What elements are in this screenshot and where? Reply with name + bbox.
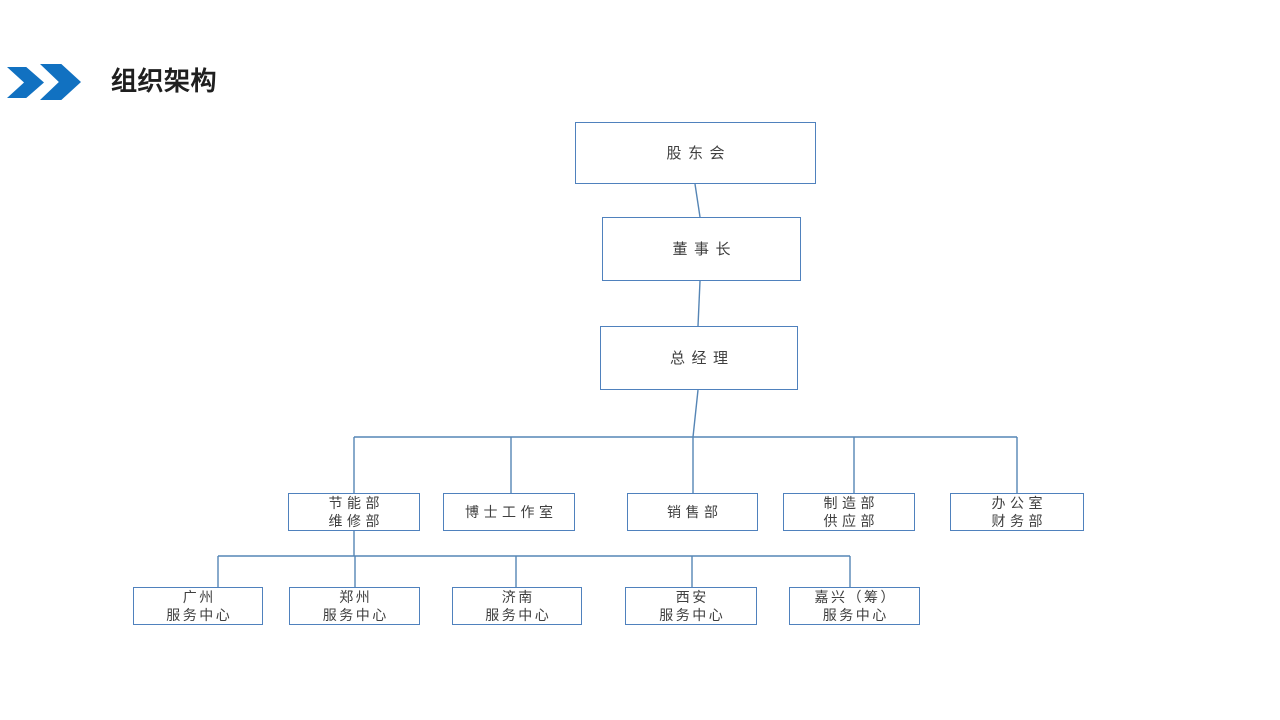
org-node-label: 董事长 xyxy=(672,240,737,258)
org-node-center-jinan: 济南 服务中心 xyxy=(452,587,582,625)
org-node-label: 服务中心 xyxy=(822,607,889,623)
org-node-general-manager: 总经理 xyxy=(600,326,798,390)
org-node-center-jiaxing: 嘉兴（筹） 服务中心 xyxy=(789,587,920,625)
org-node-label: 博士工作室 xyxy=(465,504,558,520)
org-node-dept-sales: 销售部 xyxy=(627,493,758,531)
org-node-dept-doctor-studio: 博士工作室 xyxy=(443,493,575,531)
org-node-label: 西安 xyxy=(675,589,709,605)
org-node-label: 服务中心 xyxy=(485,607,552,623)
org-node-label: 财务部 xyxy=(991,513,1047,529)
org-node-chairman: 董事长 xyxy=(602,217,801,281)
org-node-label: 总经理 xyxy=(669,349,735,367)
connector-line xyxy=(697,280,701,327)
connector-line xyxy=(694,183,701,218)
org-node-label: 济南 xyxy=(501,589,535,605)
slide-title: 组织架构 xyxy=(111,66,218,96)
org-node-label: 服务中心 xyxy=(166,607,233,623)
org-node-label: 股东会 xyxy=(666,144,731,162)
org-node-label: 供应部 xyxy=(823,513,879,529)
org-node-shareholders: 股东会 xyxy=(575,122,816,184)
org-node-dept-office-finance: 办公室 财务部 xyxy=(950,493,1084,531)
org-node-center-guangzhou: 广州 服务中心 xyxy=(133,587,263,625)
org-node-label: 维修部 xyxy=(328,513,384,529)
org-node-label: 销售部 xyxy=(667,504,723,520)
org-node-label: 服务中心 xyxy=(659,607,726,623)
connector-line xyxy=(692,389,699,438)
org-node-label: 服务中心 xyxy=(322,607,389,623)
org-node-center-xian: 西安 服务中心 xyxy=(625,587,757,625)
org-node-center-zhengzhou: 郑州 服务中心 xyxy=(289,587,420,625)
org-node-label: 嘉兴（筹） xyxy=(814,589,897,605)
org-node-label: 办公室 xyxy=(991,495,1047,511)
org-node-label: 广州 xyxy=(182,589,216,605)
org-node-dept-energy-maintenance: 节能部 维修部 xyxy=(288,493,420,531)
org-node-label: 郑州 xyxy=(339,589,373,605)
org-node-dept-manufacturing-supply: 制造部 供应部 xyxy=(783,493,915,531)
org-node-label: 制造部 xyxy=(823,495,879,511)
org-node-label: 节能部 xyxy=(328,495,384,511)
